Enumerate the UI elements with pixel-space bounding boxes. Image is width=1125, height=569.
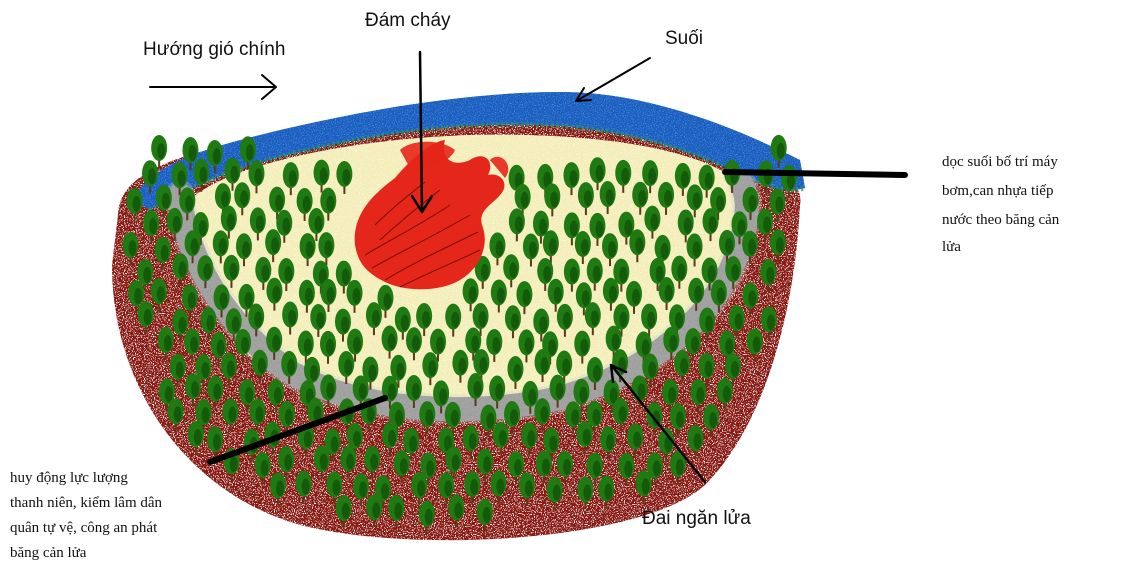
pumps-note-line: lửa <box>942 239 961 255</box>
firebreak-label: Đai ngăn lửa <box>642 508 751 529</box>
stream-pointer-arrow <box>576 58 650 101</box>
pumps-note-line: bơm,can nhựa tiếp <box>942 183 1053 199</box>
pumps-note-line: nước theo băng cản <box>942 212 1060 228</box>
wind-direction-label: Hướng gió chính <box>143 39 285 60</box>
pumps-pointer-line <box>725 172 905 175</box>
mobilize-note-line: băng cản lửa <box>10 545 87 561</box>
wind-direction-arrow <box>150 75 276 99</box>
pumps-note: dọc suối bố trí máy bơm,can nhựa tiếp nư… <box>942 154 1063 255</box>
fire-label: Đám cháy <box>365 10 451 31</box>
mobilize-note-line: thanh niên, kiểm lâm dân <box>10 495 163 511</box>
mobilize-note: huy động lực lượng thanh niên, kiểm lâm … <box>10 470 166 561</box>
stream-label: Suối <box>665 28 703 49</box>
mobilize-note-line: huy động lực lượng <box>10 470 128 486</box>
pumps-note-line: dọc suối bố trí máy <box>942 154 1058 170</box>
mobilize-note-line: quân tự vệ, công an phát <box>10 520 158 536</box>
